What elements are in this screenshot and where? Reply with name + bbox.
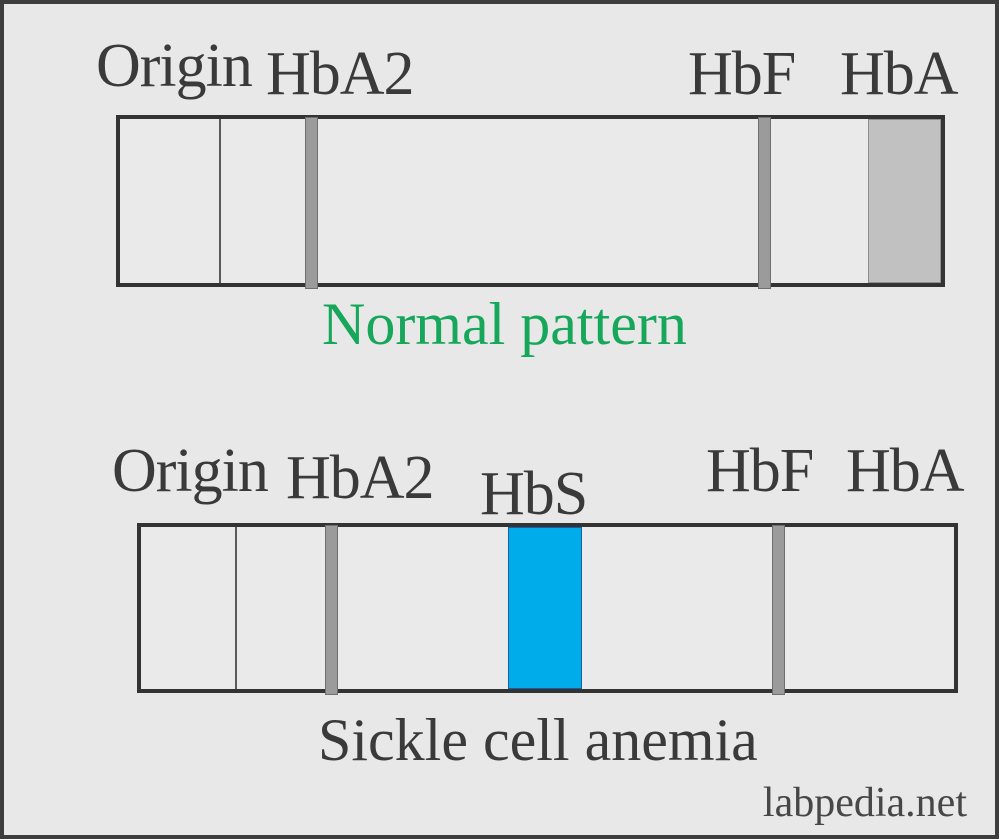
- normal-pattern-caption: Normal pattern: [322, 291, 687, 357]
- label-hba-sickle: HbA: [846, 437, 965, 505]
- label-hba-normal: HbA: [840, 40, 959, 108]
- hba2-band-normal: [305, 117, 318, 289]
- label-hbs-sickle: HbS: [480, 460, 588, 528]
- sickle-cell-anemia-caption: Sickle cell anemia: [318, 707, 758, 773]
- labpedia-watermark: labpedia.net: [762, 780, 967, 826]
- label-origin-normal: Origin: [96, 32, 253, 100]
- label-hba2-normal: HbA2: [266, 40, 415, 108]
- hbf-band-normal: [758, 117, 771, 289]
- origin-line-sickle: [235, 527, 237, 689]
- label-origin-sickle: Origin: [112, 437, 269, 505]
- normal-electrophoresis-strip: [116, 115, 945, 289]
- hbs-band-sickle: [508, 527, 582, 689]
- hba-band-normal: [868, 119, 941, 283]
- label-hba2-sickle: HbA2: [286, 444, 435, 512]
- hba2-band-sickle: [325, 525, 338, 695]
- label-hbf-sickle: HbF: [706, 437, 814, 505]
- label-hbf-normal: HbF: [688, 40, 796, 108]
- origin-line-normal: [219, 119, 221, 283]
- sickle-electrophoresis-strip: [137, 523, 958, 695]
- hbf-band-sickle: [772, 525, 785, 695]
